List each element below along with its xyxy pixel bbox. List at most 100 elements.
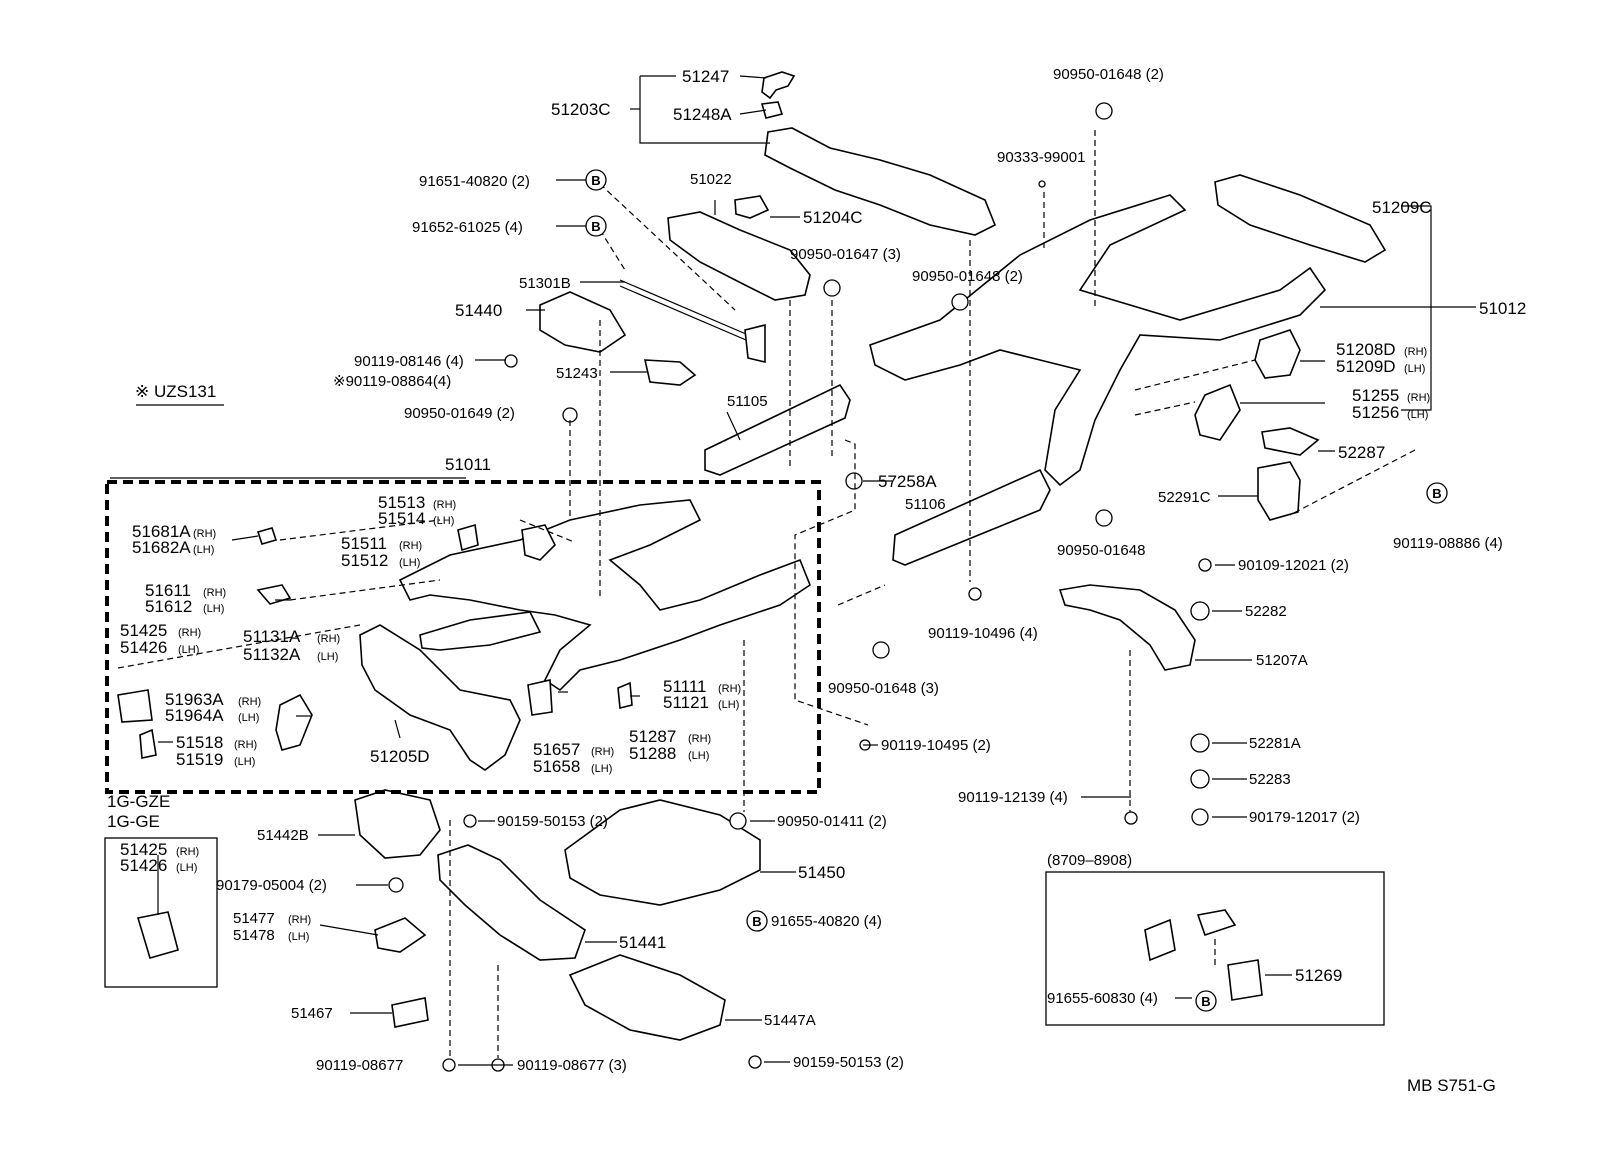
undercover-51450	[564, 799, 761, 906]
svg-text:(RH): (RH)	[234, 739, 257, 751]
part-labels: 51247 51203C 51248A 90950-01648 (2) 9033…	[107, 66, 1526, 1095]
undercover-51447a	[568, 954, 726, 1041]
rail-51106	[892, 468, 1051, 566]
label-90159-50153-bottom: 90159-50153 (2)	[793, 1054, 904, 1071]
bracket-51269-c	[1227, 959, 1263, 1001]
label-90950-01649: 90950-01649 (2)	[404, 405, 515, 422]
label-51682a: 51682A	[132, 538, 191, 557]
bracket-51022	[667, 211, 811, 301]
label-90119-08677-a: 90119-08677	[316, 1057, 403, 1074]
label-51450: 51450	[798, 863, 845, 882]
label-51243: 51243	[556, 365, 598, 382]
label-51442b: 51442B	[257, 827, 309, 844]
label-51207a: 51207A	[1256, 652, 1308, 669]
svg-text:(RH): (RH)	[176, 846, 199, 858]
mount-51207a	[1058, 584, 1196, 671]
circle-b-marker-5: B	[1195, 990, 1217, 1012]
label-51426-inset: 51426	[120, 856, 167, 875]
bracket-51477	[374, 917, 427, 953]
label-91652-61025: 91652-61025 (4)	[412, 219, 523, 236]
label-date-box: (8709–8908)	[1047, 852, 1132, 869]
nut-90950-01648-top	[1095, 102, 1113, 120]
nut-90950-01648-three	[872, 641, 890, 659]
label-90950-01648-single: 90950-01648	[1057, 542, 1145, 559]
svg-text:(LH): (LH)	[176, 862, 197, 874]
label-52281a: 52281A	[1249, 735, 1301, 752]
label-51203c: 51203C	[551, 100, 611, 119]
label-footer-code: MB S751-G	[1407, 1076, 1496, 1095]
circle-b-marker-4: B	[746, 910, 768, 932]
label-51964a: 51964A	[165, 706, 224, 725]
label-51447a: 51447A	[764, 1012, 816, 1029]
svg-text:(LH): (LH)	[193, 544, 214, 556]
rail-51105	[704, 383, 851, 476]
clip-51247	[761, 71, 796, 100]
stud-90109-12021	[1198, 558, 1212, 572]
frame-51012	[869, 194, 1327, 487]
svg-text:(RH): (RH)	[317, 633, 340, 645]
svg-text:B: B	[591, 173, 600, 188]
label-90119-10495: 90119-10495 (2)	[881, 737, 991, 754]
svg-text:B: B	[591, 219, 600, 234]
label-90119-10496: 90119-10496 (4)	[928, 625, 1038, 642]
label-52287: 52287	[1338, 443, 1385, 462]
bracket-51513	[521, 524, 556, 561]
label-51208d: 51208D	[1336, 340, 1396, 359]
label-51012: 51012	[1479, 299, 1526, 318]
bracket-51511	[457, 523, 479, 552]
svg-text:(RH): (RH)	[433, 499, 456, 511]
svg-text:(LH): (LH)	[591, 763, 612, 775]
bolt-90119-12139	[1124, 811, 1138, 825]
bolt-90119-08146	[504, 354, 518, 368]
label-51111: 51111	[663, 677, 707, 696]
date-inset-box	[1045, 871, 1385, 1026]
label-51248a: 51248A	[673, 105, 732, 124]
undercover-51441	[437, 844, 586, 961]
svg-text:(LH): (LH)	[288, 931, 309, 943]
label-90119-12139: 90119-12139 (4)	[958, 789, 1068, 806]
label-51426: 51426	[120, 638, 167, 657]
cushion-52281a	[1190, 733, 1210, 753]
label-51611: 51611	[145, 581, 191, 600]
label-51511: 51511	[341, 534, 387, 553]
nut-90950-01649	[562, 407, 578, 423]
svg-text:(RH): (RH)	[1404, 346, 1427, 358]
rod-51301b	[619, 279, 761, 347]
label-51204c: 51204C	[803, 208, 863, 227]
label-90159-50153-top: 90159-50153 (2)	[497, 813, 608, 830]
label-51011: 51011	[445, 455, 491, 474]
svg-text:(LH): (LH)	[688, 750, 709, 762]
label-90179-12017: 90179-12017 (2)	[1249, 809, 1360, 826]
label-90179-05004: 90179-05004 (2)	[216, 877, 327, 894]
svg-text:(LH): (LH)	[317, 651, 338, 663]
label-90119-08677-b: 90119-08677 (3)	[517, 1057, 627, 1074]
label-52291c: 52291C	[1158, 489, 1211, 506]
label-51425-inset: 51425	[120, 840, 167, 859]
svg-text:(LH): (LH)	[718, 699, 739, 711]
label-90950-01648-2-top: 90950-01648 (2)	[1053, 66, 1164, 83]
circle-b-marker-2: B	[585, 215, 607, 237]
label-51441: 51441	[619, 933, 666, 952]
svg-text:(RH): (RH)	[688, 733, 711, 745]
svg-text:(RH): (RH)	[238, 696, 261, 708]
nut-90179-05004	[388, 877, 404, 893]
label-91655-60830: 91655-60830 (4)	[1047, 990, 1158, 1007]
washer-52282	[1190, 601, 1210, 621]
label-engine-line2: 1G-GE	[107, 812, 160, 831]
label-51131a: 51131A	[243, 627, 301, 646]
cushion-51611	[256, 584, 292, 605]
bracket-51425	[117, 689, 153, 723]
label-51022: 51022	[690, 171, 732, 188]
label-51512: 51512	[341, 551, 388, 570]
label-51287: 51287	[629, 727, 676, 746]
label-engine-line1: 1G-GZE	[107, 792, 170, 811]
label-51269: 51269	[1295, 966, 1342, 985]
svg-text:B: B	[752, 914, 761, 929]
label-51681a: 51681A	[132, 522, 191, 541]
label-51478: 51478	[233, 927, 275, 944]
label-90950-01648-3: 90950-01648 (3)	[828, 680, 939, 697]
label-91655-40820: 91655-40820 (4)	[771, 913, 882, 930]
nut-90950-01648-mid	[951, 293, 969, 311]
svg-text:B: B	[1201, 994, 1210, 1009]
